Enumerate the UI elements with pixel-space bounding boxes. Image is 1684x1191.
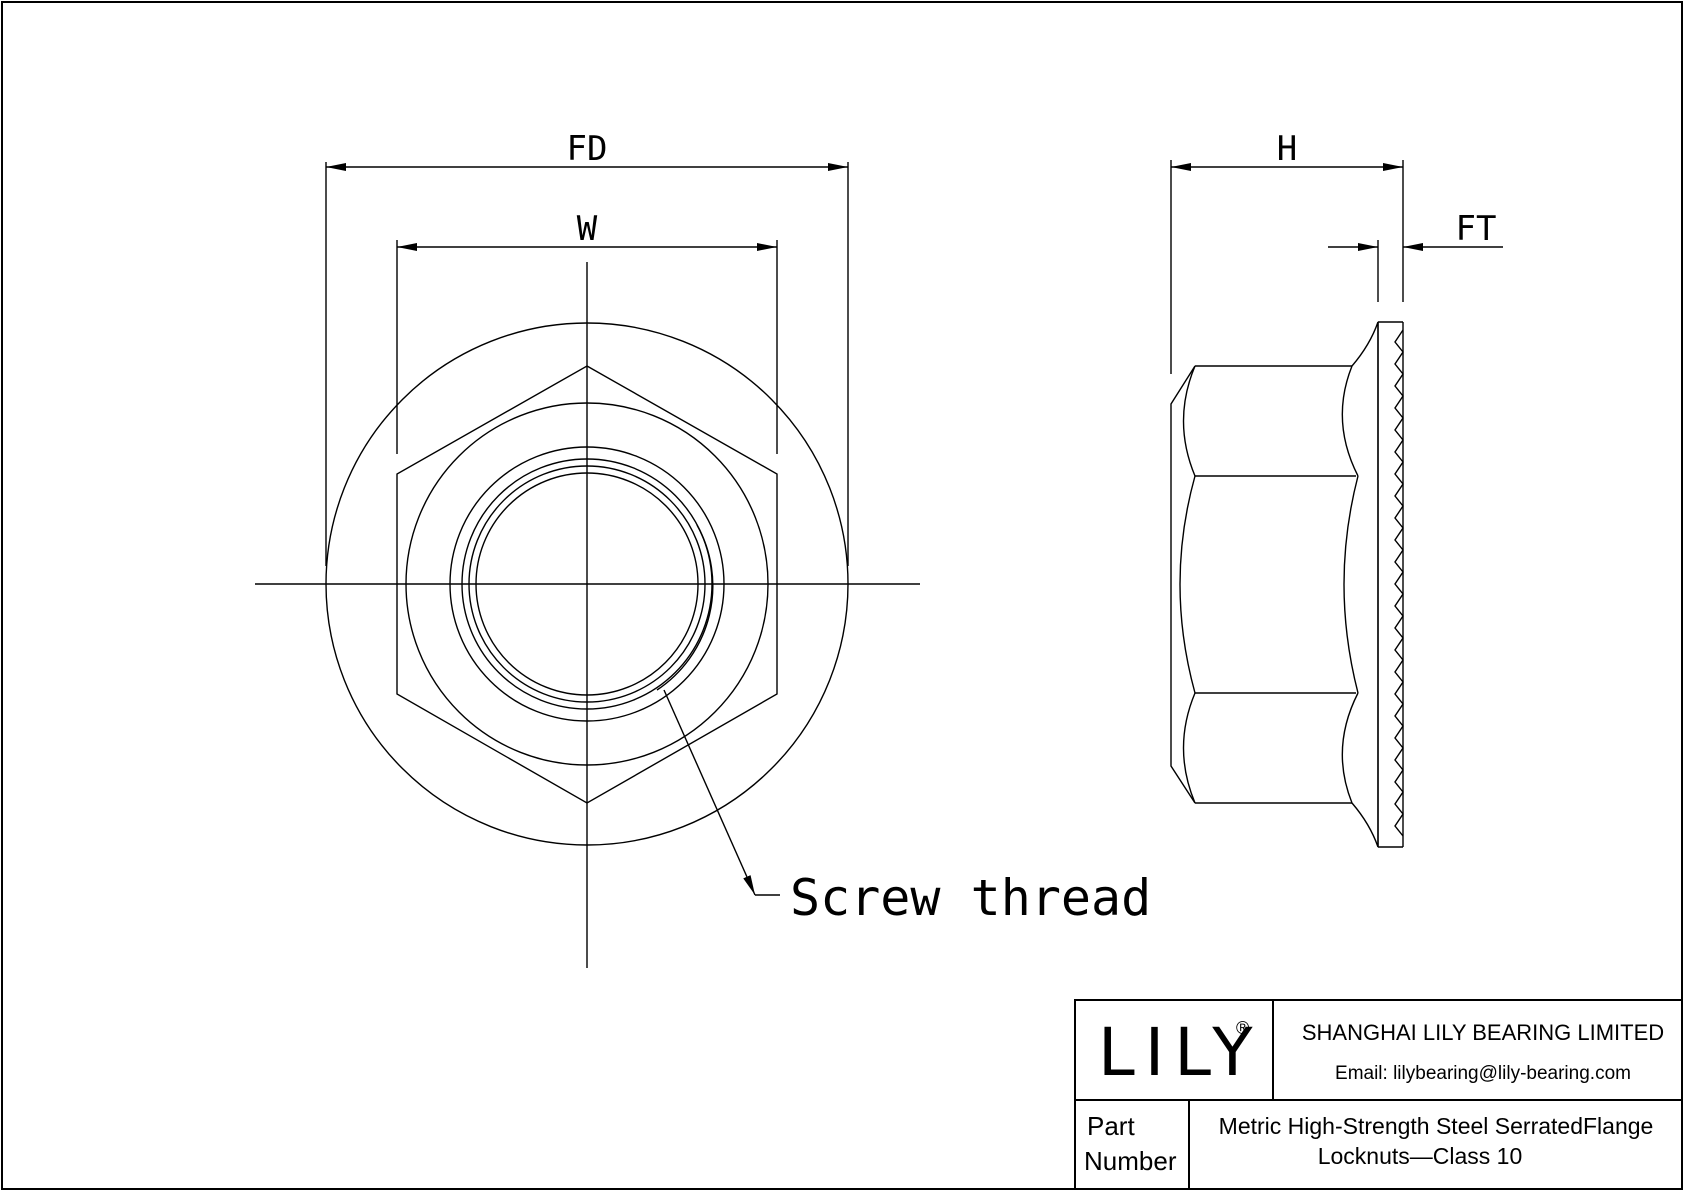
side-view: H FT: [1170, 129, 1503, 848]
company-name: SHANGHAI LILY BEARING LIMITED: [1302, 1020, 1664, 1045]
thread-minor-circle: [475, 472, 699, 696]
flange-taper: [1351, 321, 1379, 848]
part-label: Part: [1087, 1111, 1135, 1141]
thread-arc: [656, 524, 714, 691]
h-label: H: [1277, 129, 1297, 169]
side-hex-body: [1170, 365, 1352, 804]
bore-outer-circle: [449, 446, 725, 722]
hex-chamfer-curve-3: [1182, 692, 1196, 804]
hex-chamfer-curve-1: [1182, 365, 1196, 477]
serrations: [1394, 329, 1404, 837]
lily-logo: LILY: [1098, 1014, 1263, 1091]
callout-leader: [663, 689, 756, 896]
part-description-line1: Metric High-Strength Steel SerratedFlang…: [1219, 1113, 1654, 1139]
flange-transition-2: [1343, 475, 1359, 694]
hex-chamfer-curve-2: [1179, 475, 1196, 694]
hex-outline: [396, 365, 778, 804]
thread-mid-circle: [468, 465, 706, 703]
registered-mark: ®: [1236, 1018, 1249, 1038]
w-label: W: [577, 209, 598, 249]
number-label: Number: [1084, 1146, 1177, 1176]
title-block: LILY ® SHANGHAI LILY BEARING LIMITED Ema…: [1074, 999, 1683, 1190]
fd-label: FD: [567, 129, 608, 169]
thread-major-circle: [461, 458, 713, 710]
title-block-frame: [1074, 999, 1683, 1190]
chamfer-circle: [405, 402, 769, 766]
flange-outer-circle: [325, 322, 849, 846]
company-email: Email: lilybearing@lily-bearing.com: [1335, 1063, 1631, 1084]
front-view: FD W Screw thread: [255, 129, 1151, 968]
part-description-line2: Locknuts—Class 10: [1318, 1143, 1523, 1169]
flange-transition-3: [1341, 692, 1359, 804]
ft-label: FT: [1456, 209, 1497, 249]
screw-thread-label: Screw thread: [790, 869, 1151, 927]
flange-transition-1: [1341, 365, 1359, 477]
